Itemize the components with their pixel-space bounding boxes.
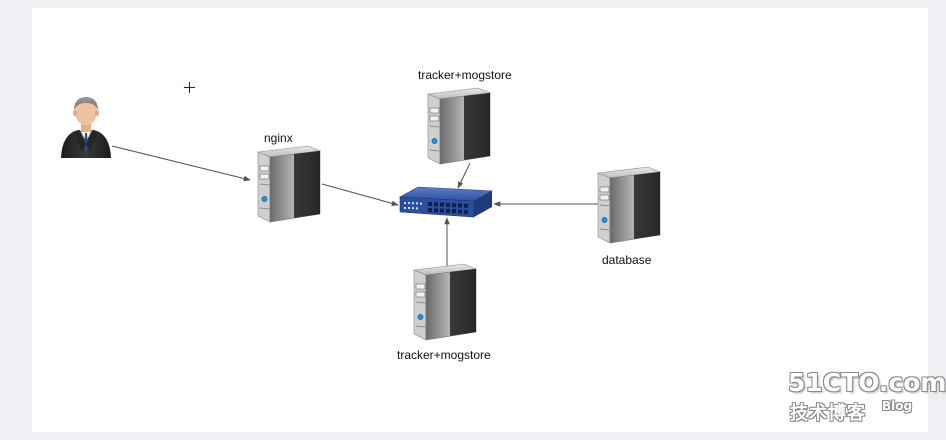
tracker-bottom-label: tracker+mogstore [397, 348, 491, 362]
tracker-top-label: tracker+mogstore [418, 68, 512, 82]
database-server-icon [594, 165, 664, 245]
site-watermark: 51CTO.com 技术博客 Blog [788, 368, 946, 426]
nginx-label: nginx [264, 131, 293, 145]
edge-user-to-nginx [111, 145, 251, 182]
network-switch-icon [398, 186, 494, 218]
tracker-bottom-server-icon [410, 262, 480, 342]
nginx-server-icon [254, 144, 324, 224]
crosshair-cursor-icon [184, 82, 195, 93]
tracker-top-server-icon [424, 86, 494, 166]
watermark-brand: 51CTO.com [788, 368, 946, 397]
diagram-canvas [32, 8, 928, 432]
edge-nginx-to-switch [321, 183, 399, 207]
watermark-blog: Blog [882, 399, 913, 413]
watermark-subtitle: 技术博客 [790, 403, 866, 424]
businessman-icon [61, 97, 111, 158]
database-label: database [602, 253, 652, 267]
edge-tracker-top-to-switch [457, 162, 471, 189]
